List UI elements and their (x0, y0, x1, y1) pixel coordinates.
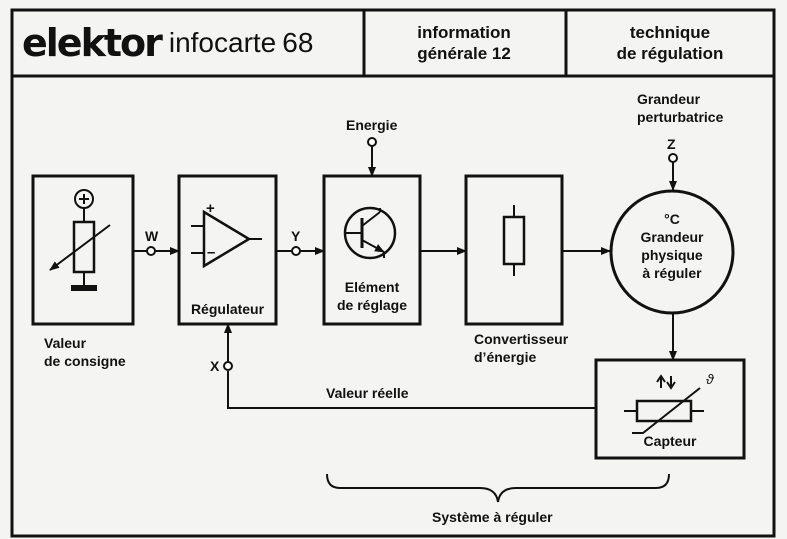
ground-icon (71, 285, 97, 291)
system-label: Système à réguler (432, 509, 553, 525)
actuator-label: Elément de réglage (336, 279, 408, 313)
opamp-icon (202, 209, 252, 269)
feedback-label: Valeur réelle (326, 385, 409, 401)
disturbance-label: Grandeur perturbatrice (637, 91, 724, 125)
category-line-1: information (417, 23, 511, 42)
up-arrow-icon (656, 374, 666, 388)
card-number: 68 (282, 27, 314, 58)
signal-y-label: Y (291, 228, 301, 244)
category-line-2: générale 12 (417, 44, 511, 63)
energy-label: Energie (346, 117, 398, 133)
system-brace (326, 473, 670, 503)
terminal-energy (367, 137, 377, 147)
opamp-plus-sign: + (206, 200, 215, 217)
process-unit: °C (664, 211, 680, 227)
header-topic: technique de régulation (566, 12, 774, 74)
signal-x-label: X (210, 358, 220, 374)
controller-label: Régulateur (190, 301, 265, 317)
resistor-icon (502, 215, 526, 266)
thermistor-icon (635, 399, 693, 423)
card-border (10, 8, 776, 538)
process-label: °C Grandeur physique à réguler (612, 210, 732, 282)
series-name: infocarte (168, 27, 277, 58)
signal-w-label: W (145, 228, 159, 244)
header-category: information générale 12 (364, 12, 564, 74)
theta-symbol: ϑ (706, 371, 714, 387)
setpoint-block (31, 174, 135, 326)
down-arrow-icon (666, 376, 676, 390)
signal-z-label: Z (667, 136, 676, 152)
sensor-block (594, 358, 746, 460)
terminal-y (291, 246, 301, 256)
terminal-z (668, 153, 678, 163)
transistor-icon (343, 206, 397, 260)
elektor-logo: elektor (22, 21, 163, 65)
topic-line-2: de régulation (616, 44, 724, 63)
opamp-minus-sign: – (207, 244, 216, 261)
topic-line-1: technique (629, 23, 711, 42)
sensor-label: Capteur (643, 433, 697, 449)
converter-label: Convertisseur d’énergie (474, 331, 569, 365)
terminal-w (146, 246, 156, 256)
converter-block (464, 174, 564, 326)
terminal-x (223, 361, 233, 371)
header-brand: elektor infocarte 68 (14, 12, 362, 74)
setpoint-label: Valeur de consigne (44, 335, 126, 369)
feedback-line (227, 371, 596, 409)
potentiometer-icon (72, 220, 96, 274)
